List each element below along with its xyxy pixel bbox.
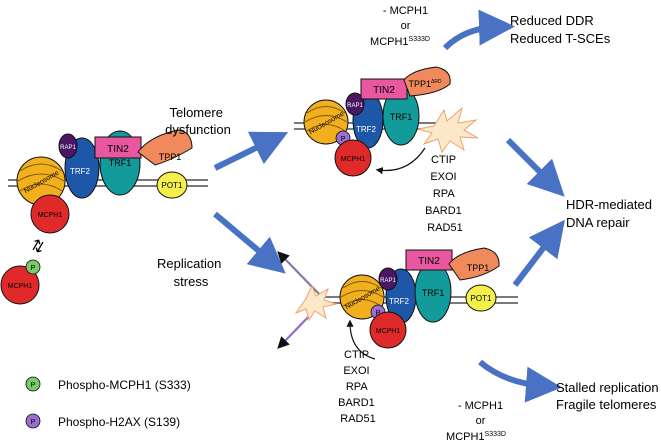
trf2-label: TRF2 [389,297,410,306]
arrow-to-stalled-forks [478,359,562,403]
mcph1-label: MCPH1 [8,283,33,290]
mcph1-protein [369,311,407,349]
tin2-label: TIN2 [418,256,440,267]
nascent-strand [277,251,313,288]
arrow-bottom-to-hdr [512,219,565,287]
trf1-label: TRF1 [422,288,445,298]
mcph1-label: MCPH1 [376,328,401,335]
arrow-to-reduced-ddr [442,9,515,51]
tin2-label: TIN2 [373,85,395,96]
dna-damage-burst [417,106,479,154]
bottom-shelterin-complex: Nucleosome TRF2 RAP1 TRF1 TIN2 TPP1 POT1… [277,247,518,349]
arrow-top-to-hdr [505,137,565,197]
svg-text:P: P [376,310,381,317]
legend-phospho-mcph1-label: Phospho-MCPH1 (S333) [58,378,191,392]
trf1-label: TRF1 [109,158,132,168]
legend-phospho-h2ax-marker [25,413,41,429]
legend-phospho-h2ax-label: Phospho-H2AX (S139) [58,415,180,429]
phospho-mcph1-marker [25,259,41,275]
pot1-label: POT1 [471,294,492,303]
hdr-repair-label: HDR-mediated DNA repair [566,197,656,230]
recruit-arrow-top [375,147,426,175]
arrow-to-replication [213,211,286,274]
tpp1-mutant-protein [403,66,451,97]
reduced-outcome-label: Reduced DDR Reduced T-SCEs [510,13,611,46]
svg-text:P: P [31,419,36,426]
trf2-label: TRF2 [70,167,91,176]
condition-top: - MCPH1 or MCPH1S333D [370,5,431,48]
rap1-protein [345,92,365,116]
mcph1-label: MCPH1 [341,156,366,163]
fork-damage-burst [294,284,338,322]
tpp1-label: TPP1 [159,152,182,162]
tin2-protein [94,136,142,159]
rap1-label: RAP1 [380,278,396,284]
repair-factors-bottom: CTIP EXOI RPA BARD1 RAD51 [338,349,378,425]
pot1-label: POT1 [162,181,183,190]
pot1-protein [465,284,497,312]
mcph1-protein [0,265,40,305]
tin2-label: TIN2 [107,144,129,155]
condition-bottom: - MCPH1 or MCPH1S333D [446,400,506,443]
mcph1-protein [334,139,372,177]
trf1-label: TRF1 [390,112,413,122]
legend-phospho-mcph1-marker [25,376,41,392]
trf2-label: TRF2 [356,125,377,134]
mcph1-protein [30,194,70,234]
left-shelterin-complex: Nucleosome TRF2 RAP1 TRF1 TIN2 TPP1 POT1… [8,129,208,234]
nucleosome [303,99,349,145]
recruit-arrow-bottom [346,319,376,360]
rap1-protein [58,133,78,159]
telomere-dysfunction-label: Telomere dysfunction [165,105,231,137]
svg-text:P: P [341,136,346,143]
tpp1-mutant-label: TPP1ΔRD [408,79,441,89]
svg-text:P: P [31,265,36,272]
stalled-outcome-label: Stalled replication forks Fragile telome… [556,380,661,412]
tpp1-label: TPP1 [467,263,490,273]
mcph1-label: MCPH1 [38,212,63,219]
free-phospho-mcph1: MCPH1 P [0,259,41,305]
pot1-protein [156,171,188,199]
rap1-label: RAP1 [347,103,363,109]
rap1-label: RAP1 [60,145,76,151]
tpp1-protein [137,129,193,166]
nascent-strand [277,312,313,349]
replication-stress-label: Replication stress [157,256,225,289]
arrow-to-dysfunction [213,131,289,171]
repair-factors-top: CTIP EXOI RPA BARD1 RAD51 [425,154,465,234]
tpp1-protein [448,247,500,281]
legend: P Phospho-MCPH1 (S333) P Phospho-H2AX (S… [25,376,191,429]
equilibrium-symbol: ⇄ [28,236,49,256]
svg-text:P: P [31,382,36,389]
top-shelterin-complex: Nucleosome TRF2 RAP1 TRF1 TIN2 TPP1ΔRD P… [294,66,479,177]
rap1-protein [378,267,398,291]
